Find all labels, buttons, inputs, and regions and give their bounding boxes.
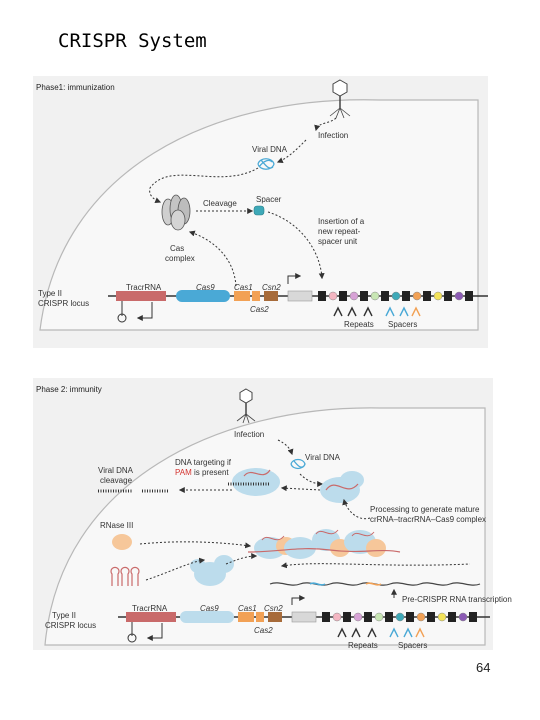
phase1-repeat-arrows xyxy=(333,306,373,317)
phase2-locus-2: CRISPR locus xyxy=(45,621,96,630)
cas9-complex-icon xyxy=(320,471,364,503)
csn2-gene xyxy=(264,291,278,301)
phase1-cleavage-label: Cleavage xyxy=(203,199,237,208)
slide-title: CRISPR System xyxy=(58,30,207,52)
phase1-infection-label: Infection xyxy=(318,131,348,140)
phase1-cas-complex-1: Cas xyxy=(170,244,184,253)
tracr-hairpin-2 xyxy=(127,622,137,643)
phase2-rnase-label: RNase III xyxy=(100,521,133,530)
dna-targeting-complex xyxy=(228,468,280,496)
phase1-cas-complex-2: complex xyxy=(165,254,195,263)
phase1-insertion-3: spacer unit xyxy=(318,237,358,246)
phage-icon xyxy=(329,79,351,119)
phase2-targeting-line2: PAM is present xyxy=(175,468,229,477)
csn2-gene-2 xyxy=(268,612,282,622)
phase2-csn2-label: Csn2 xyxy=(264,604,283,613)
phase1-insertion-2: new repeat- xyxy=(318,227,361,236)
phase1-cas2-label: Cas2 xyxy=(250,305,269,314)
rnase-iii-icon xyxy=(112,534,132,550)
spacer-icon xyxy=(253,205,265,216)
viral-dna-icon xyxy=(257,158,275,170)
cas9-gene xyxy=(176,290,230,302)
phase2-targeting-1: DNA targeting if xyxy=(175,458,232,467)
cas9-gene-2 xyxy=(180,611,234,623)
phase2-cell-outline xyxy=(44,407,486,646)
phase2-spacers-label: Spacers xyxy=(398,641,427,650)
processing-complexes xyxy=(247,529,401,559)
phage-icon-2 xyxy=(236,388,256,424)
cas2-gene-2 xyxy=(256,612,264,622)
cas1-gene xyxy=(234,291,250,301)
pam-label: PAM xyxy=(175,468,192,477)
phase1-tracr-label: TracrRNA xyxy=(126,283,162,292)
leader-sequence xyxy=(287,290,313,302)
phase2-processing-2: crRNA–tracrRNA–Cas9 complex xyxy=(370,515,486,524)
viral-dna-icon-2 xyxy=(290,458,306,470)
page-number: 64 xyxy=(476,660,491,675)
phase2-processing-1: Processing to generate mature xyxy=(370,505,480,514)
phase2-viral-dna-label: Viral DNA xyxy=(305,453,341,462)
tracr-hairpin xyxy=(117,301,127,323)
free-cas9-icon xyxy=(190,555,234,586)
tracr-rna-gene-2 xyxy=(126,612,176,622)
phase2-cas9-label: Cas9 xyxy=(200,604,219,613)
phase2-repeats-label: Repeats xyxy=(348,641,378,650)
phase1-header: Phase1: immunization xyxy=(36,83,115,92)
cas2-gene xyxy=(252,291,260,301)
phase2-spacer-arrows xyxy=(389,627,425,638)
phase2-cas2-label: Cas2 xyxy=(254,626,273,635)
tracr-rna-gene xyxy=(116,291,166,301)
phase2-tracr-label: TracrRNA xyxy=(132,604,168,613)
phase2-locus-1: Type II xyxy=(52,611,76,620)
phase1-spacer-label: Spacer xyxy=(256,195,282,204)
phase1-repeats-label: Repeats xyxy=(344,320,374,329)
phase2-crispr-array xyxy=(322,612,477,622)
phase1-csn2-label: Csn2 xyxy=(262,283,281,292)
phase1-locus-1: Type II xyxy=(38,289,62,298)
phase2-cleavage-2: cleavage xyxy=(100,476,133,485)
phase1-crispr-array xyxy=(318,291,473,301)
tracr-rna-hairpins xyxy=(110,566,140,586)
phase2-repeat-arrows xyxy=(337,627,377,638)
phase2-panel: Phase 2: immunity Infection Viral DNA DN… xyxy=(33,378,512,650)
phase2-header: Phase 2: immunity xyxy=(36,385,102,394)
phase1-spacer-arrows xyxy=(385,306,421,317)
cas1-gene-2 xyxy=(238,612,254,622)
phase2-cas1-label: Cas1 xyxy=(238,604,257,613)
phase2-pre-crispr-label: Pre-CRISPR RNA transcription xyxy=(402,595,512,604)
cas-complex-icon xyxy=(161,194,191,231)
phase2-cleavage-1: Viral DNA xyxy=(98,466,134,475)
phase1-cas9-label: Cas9 xyxy=(196,283,215,292)
phase1-insertion-1: Insertion of a xyxy=(318,217,365,226)
phase2-infection-label: Infection xyxy=(234,430,264,439)
phase1-cas1-label: Cas1 xyxy=(234,283,253,292)
phase1-panel: Phase1: immunization Infection Viral DNA… xyxy=(33,76,488,348)
pre-crrna-transcript xyxy=(269,582,481,586)
leader-sequence-2 xyxy=(291,611,317,623)
phase1-locus-2: CRISPR locus xyxy=(38,299,89,308)
phase1-viral-dna-label: Viral DNA xyxy=(252,145,288,154)
phase1-spacers-label: Spacers xyxy=(388,320,417,329)
